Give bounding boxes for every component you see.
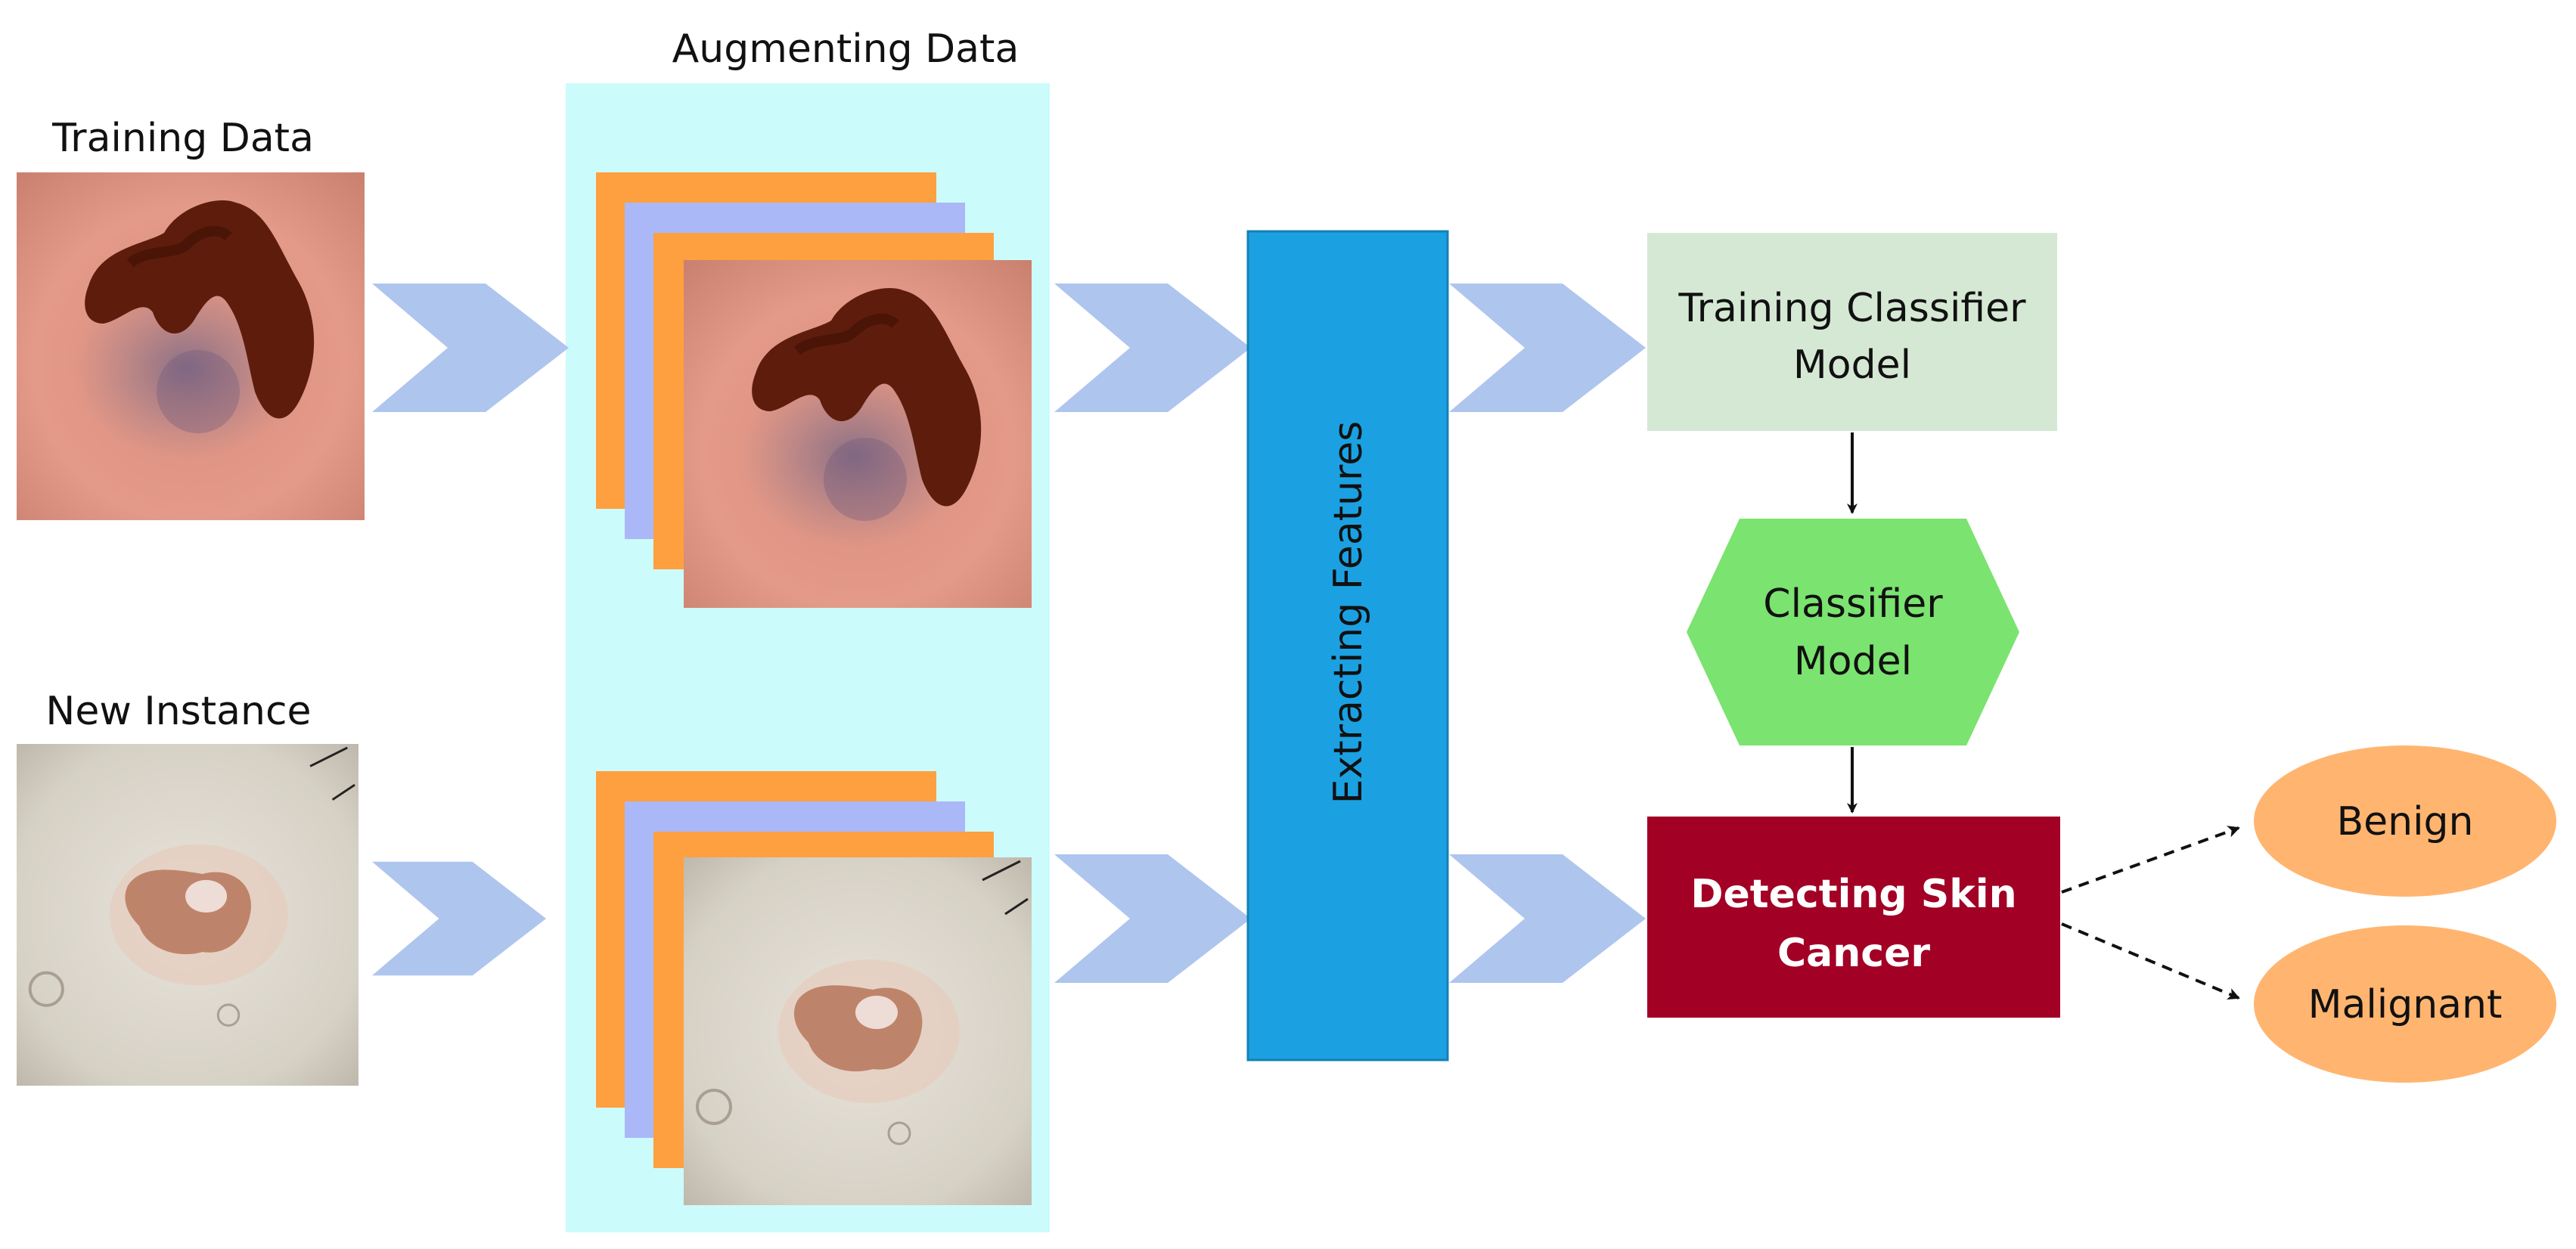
classifier-model-label: Model: [1794, 639, 1912, 684]
training-classifier-label: Training Classifier: [1678, 286, 2026, 331]
arrow-to-benign: [2061, 826, 2240, 894]
augmented-stack-top: [596, 172, 1032, 608]
extracting-features-bar: [1246, 230, 1449, 1061]
extracting-features-label: Extracting Features: [1326, 421, 1371, 804]
detecting-skin-cancer-label: Detecting Skin: [1690, 872, 2016, 917]
augmented-image: [684, 260, 1032, 608]
training-data-image: [17, 172, 365, 520]
new-instance-label: New Instance: [45, 689, 311, 734]
chevron-arrow-icon: [372, 861, 546, 976]
benign-ellipse: [2254, 745, 2556, 897]
augmenting-data-label: Augmenting Data: [672, 26, 1020, 72]
chevron-arrow-icon: [1054, 854, 1251, 983]
classifier-model-label: Classifier: [1763, 581, 1943, 627]
chevron-arrow-icon: [372, 284, 569, 412]
training-classifier-label: Model: [1793, 342, 1911, 388]
benign-label: Benign: [2336, 799, 2473, 845]
classifier-model-hexagon: [1687, 519, 2019, 745]
malignant-label: Malignant: [2308, 982, 2503, 1027]
new-instance-image: [17, 744, 358, 1086]
chevron-arrow-icon: [1054, 284, 1251, 412]
chevron-arrow-icon: [1449, 284, 1646, 412]
detecting-skin-cancer-label: Cancer: [1777, 931, 1930, 976]
training-data-label: Training Data: [51, 116, 314, 161]
augmented-stack-bottom: [596, 771, 1032, 1205]
malignant-ellipse: [2254, 925, 2556, 1083]
detecting-skin-cancer-box: [1647, 817, 2060, 1018]
arrow-to-malignant: [2061, 922, 2240, 1000]
chevron-arrow-icon: [1449, 854, 1646, 983]
augmented-image: [684, 857, 1032, 1205]
training-classifier-box: [1647, 233, 2057, 431]
